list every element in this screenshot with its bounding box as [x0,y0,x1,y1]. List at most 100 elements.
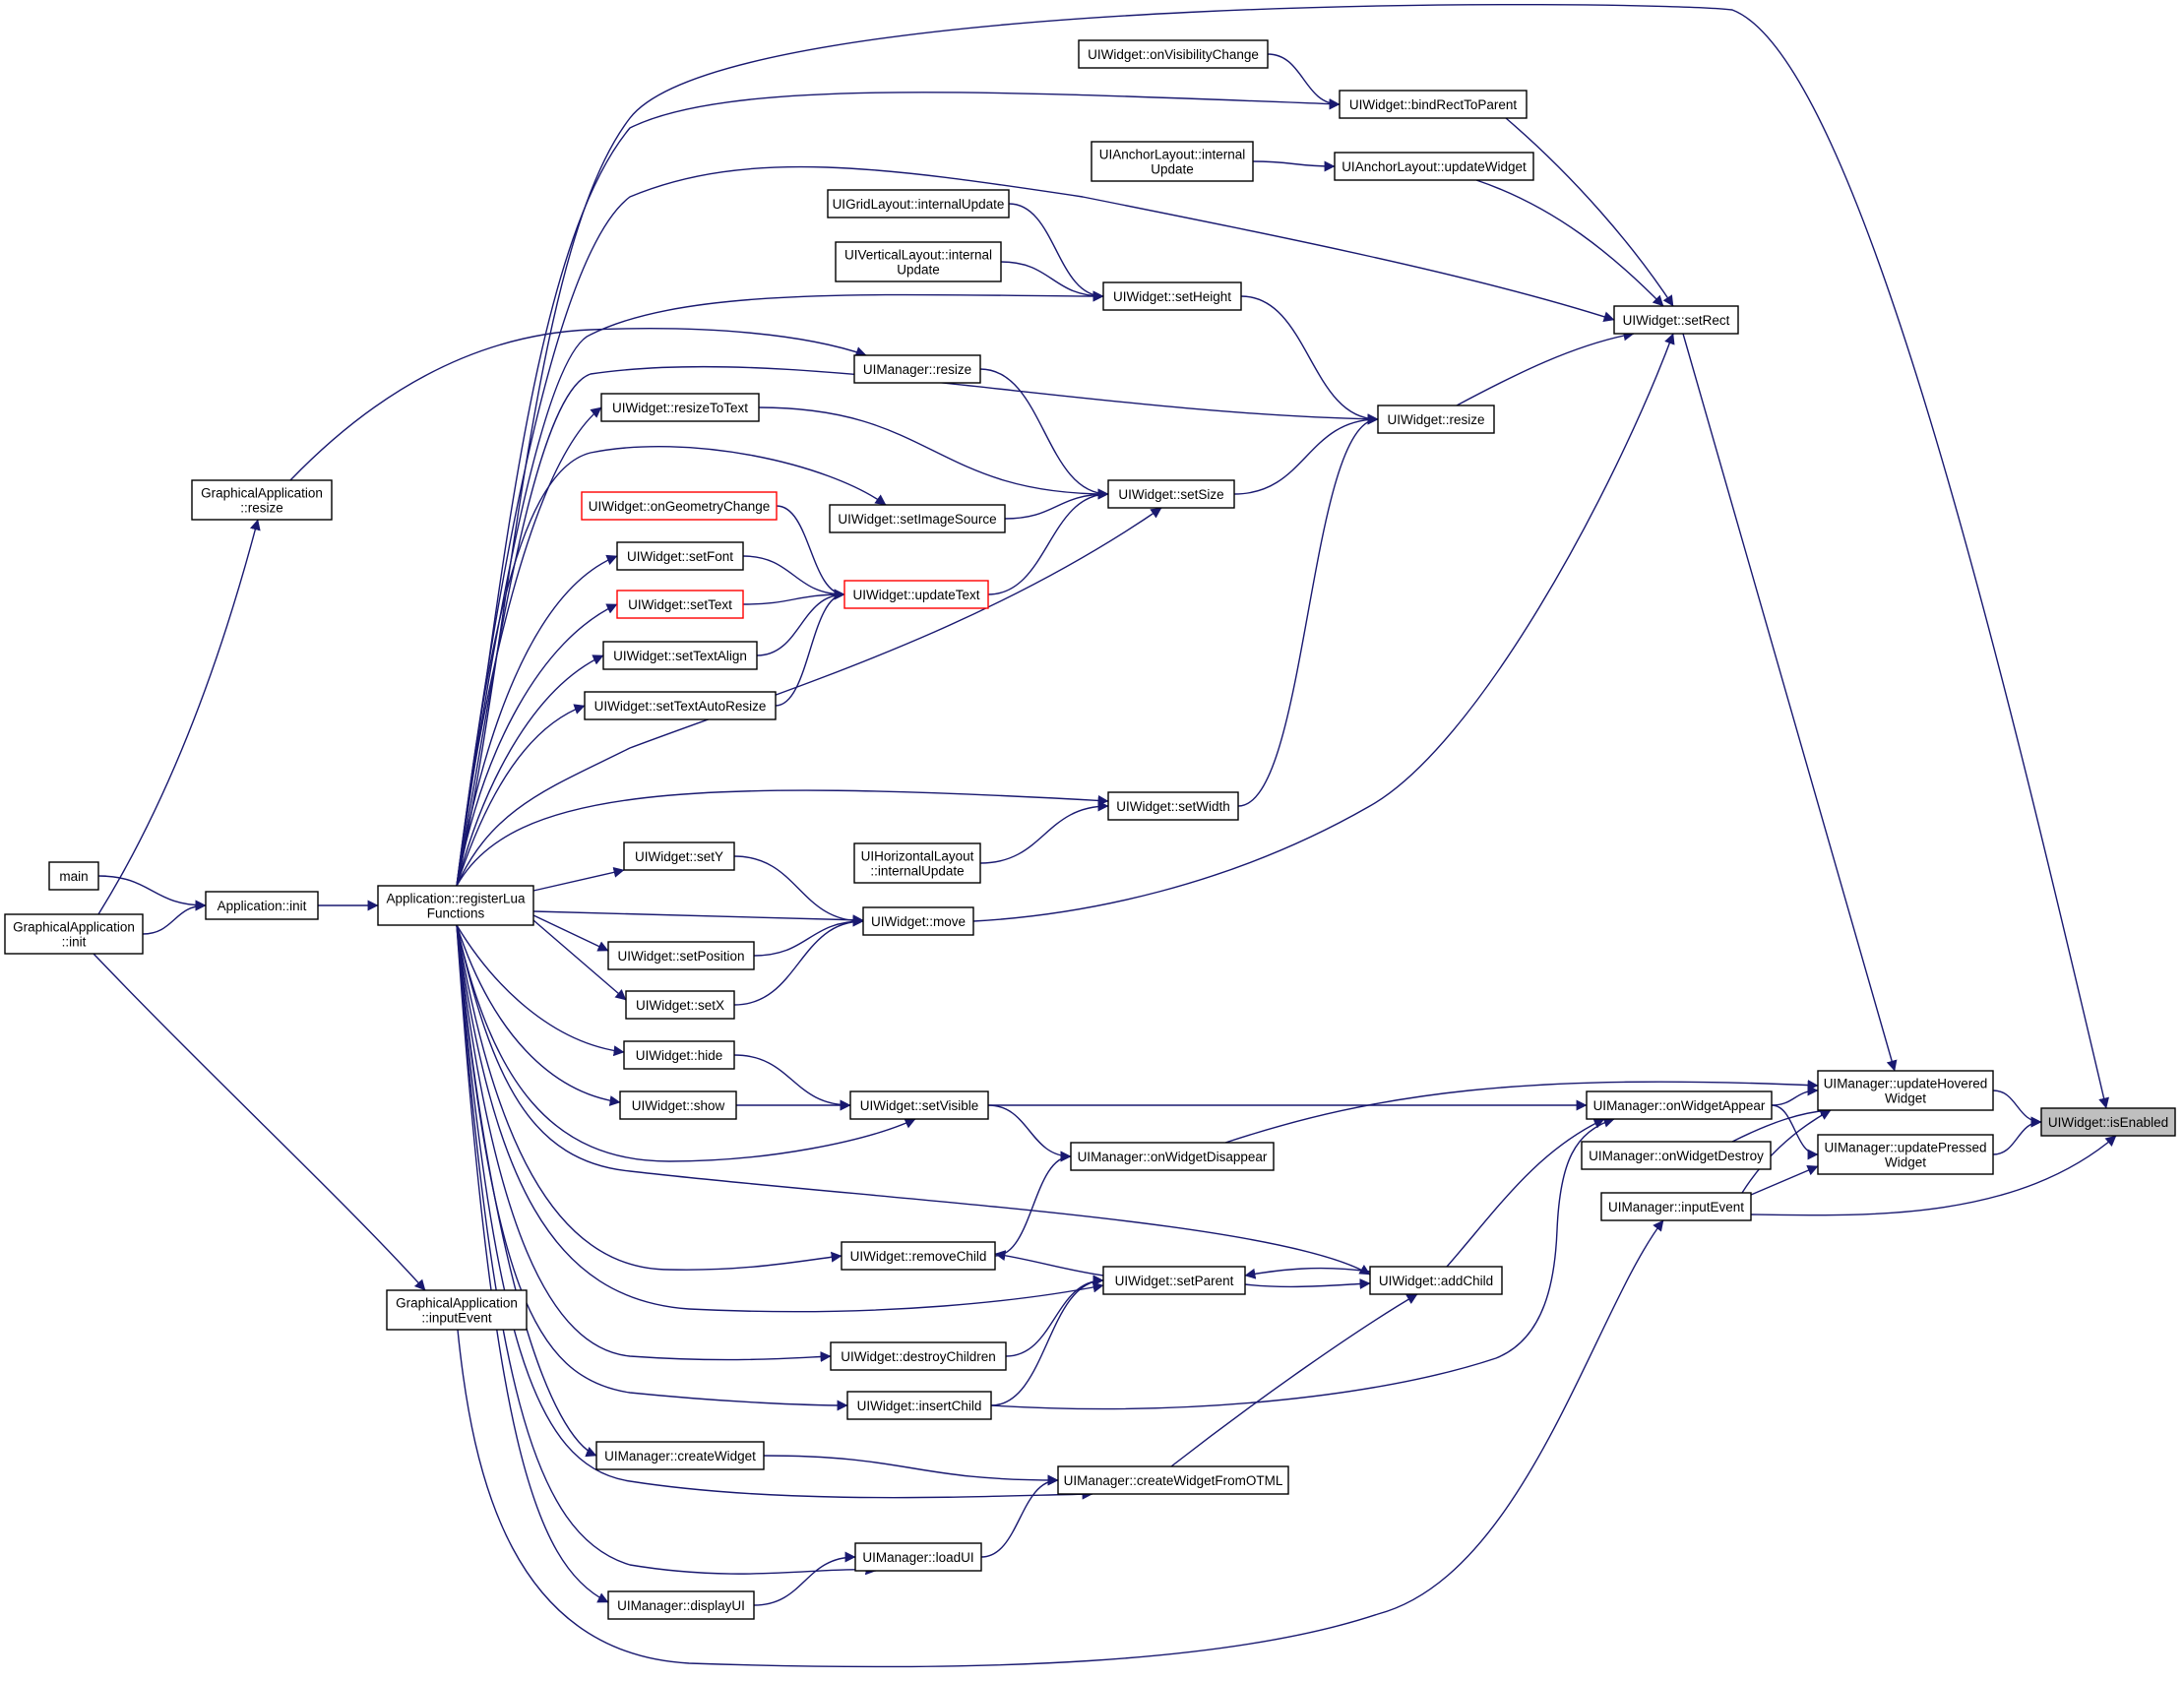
node-setTextAlign[interactable]: UIWidget::setTextAlign [602,641,758,670]
node-addChild[interactable]: UIWidget::addChild [1369,1266,1503,1295]
node-label: ::internalUpdate [870,864,964,879]
node-removeChild[interactable]: UIWidget::removeChild [841,1241,996,1271]
edge-hide-to-setVisible [733,1054,851,1111]
node-label: UIWidget::setFont [627,549,733,564]
node-loadUI[interactable]: UIManager::loadUI [854,1542,982,1572]
node-onVisibilityChange[interactable]: UIWidget::onVisibilityChange [1078,39,1269,69]
node-box [584,691,777,720]
node-setParent[interactable]: UIWidget::setParent [1102,1266,1246,1295]
node-label: UIWidget::show [632,1098,725,1113]
node-setY[interactable]: UIWidget::setY [623,841,735,871]
node-onWidgetAppear[interactable]: UIManager::onWidgetAppear [1586,1090,1773,1120]
edge-onWidgetAppear-to-updateHovered [1771,1085,1819,1106]
edge-setParent-to-removeChild [994,1250,1104,1276]
node-createWidgetFromOTML[interactable]: UIManager::createWidgetFromOTML [1057,1465,1289,1495]
node-box [1586,1090,1773,1120]
edge-setTextAutoResize-to-updateText [775,589,845,707]
node-insertChild[interactable]: UIWidget::insertChild [846,1391,992,1420]
node-onWidgetDestroy[interactable]: UIManager::onWidgetDestroy [1581,1141,1772,1170]
node-label: UIManager::resize [863,362,971,377]
node-setFont[interactable]: UIWidget::setFont [616,541,744,571]
node-box [2040,1107,2176,1137]
node-box [849,1090,989,1120]
node-label: UIManager::inputEvent [1608,1200,1744,1214]
node-hide[interactable]: UIWidget::hide [623,1040,735,1070]
node-setX[interactable]: UIWidget::setX [625,990,735,1020]
node-label: UIWidget::isEnabled [2048,1115,2168,1130]
edges-layer [93,3,2117,1668]
node-label: Functions [427,906,485,921]
node-box [829,504,1006,533]
edge-setY-to-move [733,855,864,927]
nodes-layer: UIWidget::isEnabled UIManager::updateHove… [4,39,2176,1620]
node-gaInit[interactable]: GraphicalApplication::init [4,913,144,955]
node-box [1091,141,1254,182]
node-label: UIManager::updatePressed [1824,1141,1986,1155]
node-updateText[interactable]: UIWidget::updateText [843,580,989,609]
edge-setText-to-updateText [742,589,845,605]
node-setText[interactable]: UIWidget::setText [616,590,744,619]
edge-gridInternalUpdate-to-setHeight [1008,203,1104,302]
node-bindRectToParent[interactable]: UIWidget::bindRectToParent [1339,90,1528,119]
node-setTextAutoResize[interactable]: UIWidget::setTextAutoResize [584,691,777,720]
node-onWidgetDisappear[interactable]: UIManager::onWidgetDisappear [1070,1142,1275,1171]
edge-registerLua-to-setTextAutoResize [456,704,586,887]
node-uiw_resize[interactable]: UIWidget::resize [1377,405,1495,434]
edge-setImageSource-to-setSize [1004,488,1109,520]
node-box [853,354,981,384]
node-box [1102,1266,1246,1295]
edge-uim_inputEvent-to-updatePressed [1750,1165,1819,1196]
node-setWidth[interactable]: UIWidget::setWidth [1107,791,1239,821]
node-move[interactable]: UIWidget::move [862,906,974,936]
node-anchorInternalUpdate[interactable]: UIAnchorLayout::internalUpdate [1091,141,1254,182]
node-show[interactable]: UIWidget::show [619,1090,737,1120]
node-box [602,641,758,670]
node-setSize[interactable]: UIWidget::setSize [1107,479,1235,509]
node-onGeometryChange[interactable]: UIWidget::onGeometryChange [581,491,778,521]
node-label: UIAnchorLayout::internal [1099,148,1246,162]
edge-displayUI-to-loadUI [753,1551,856,1606]
node-appInit[interactable]: Application::init [205,891,319,920]
edge-horizontalInternalUpdate-to-setWidth [979,800,1109,864]
edge-onWidgetAppear-to-updatePressed [1771,1104,1819,1160]
edge-setRect-to-updateHovered [1682,333,1898,1072]
edge-setPosition-to-move [753,915,864,957]
node-horizontalInternalUpdate[interactable]: UIHorizontalLayout::internalUpdate [853,842,981,884]
edge-updateHovered-to-isEnabled [1992,1090,2042,1128]
node-uim_resize[interactable]: UIManager::resize [853,354,981,384]
node-box [846,1391,992,1420]
edge-insertChild-to-setParent [990,1275,1104,1406]
node-anchorUpdateWidget[interactable]: UIAnchorLayout::updateWidget [1334,152,1534,181]
node-destroyChildren[interactable]: UIWidget::destroyChildren [830,1341,1007,1371]
node-setImageSource[interactable]: UIWidget::setImageSource [829,504,1006,533]
edge-setParent-to-addChild [1244,1278,1371,1289]
node-box [1817,1070,1994,1111]
node-setRect[interactable]: UIWidget::setRect [1613,305,1739,335]
node-displayUI[interactable]: UIManager::displayUI [607,1590,755,1620]
node-box [1107,791,1239,821]
node-uim_inputEvent[interactable]: UIManager::inputEvent [1600,1192,1752,1221]
node-label: UIManager::createWidgetFromOTML [1064,1473,1283,1488]
edge-move-to-setRect [972,333,1675,922]
node-gaInputEvent[interactable]: GraphicalApplication::inputEvent [386,1289,528,1331]
node-main[interactable]: main [48,861,99,891]
node-gaResize[interactable]: GraphicalApplication::resize [191,479,333,521]
node-label: UIWidget::resizeToText [612,401,748,415]
node-box [1613,305,1739,335]
node-box [595,1441,765,1470]
node-box [607,941,755,970]
node-isEnabled[interactable]: UIWidget::isEnabled [2040,1107,2176,1137]
node-setPosition[interactable]: UIWidget::setPosition [607,941,755,970]
node-setVisible[interactable]: UIWidget::setVisible [849,1090,989,1120]
node-createWidget[interactable]: UIManager::createWidget [595,1441,765,1470]
node-gridInternalUpdate[interactable]: UIGridLayout::internalUpdate [827,189,1010,218]
node-resizeToText[interactable]: UIWidget::resizeToText [600,393,760,422]
node-setHeight[interactable]: UIWidget::setHeight [1102,281,1242,311]
node-box [835,241,1002,282]
node-verticalInternalUpdate[interactable]: UIVerticalLayout::internalUpdate [835,241,1002,282]
node-label: UIManager::onWidgetAppear [1593,1098,1766,1113]
